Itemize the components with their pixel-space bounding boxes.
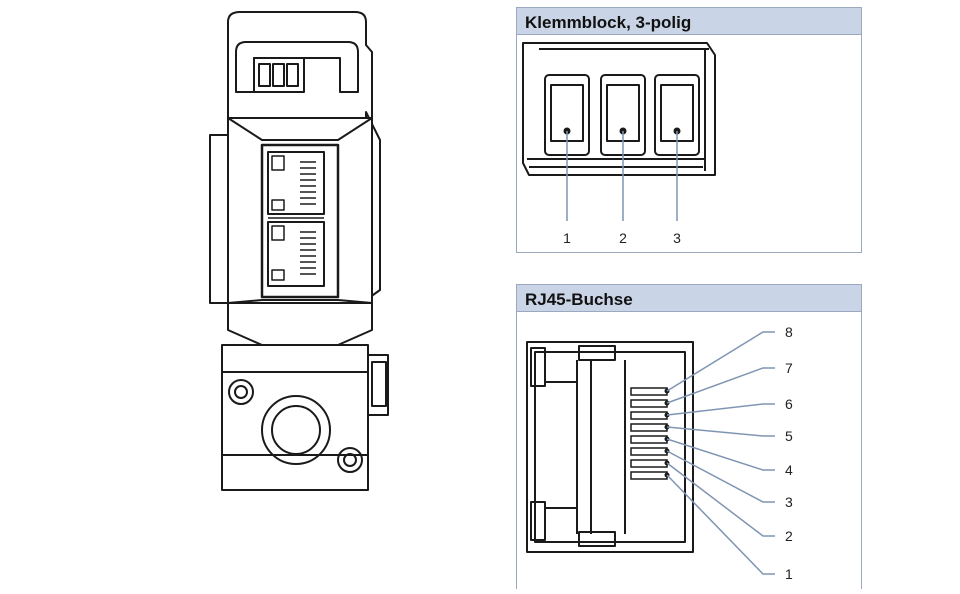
device-base-block	[221, 344, 369, 491]
device-round-port	[261, 395, 331, 465]
device-handle	[235, 41, 359, 93]
rj45-bottom-latch	[578, 531, 616, 547]
terminal-block-panel-header: Klemmblock, 3-polig	[516, 7, 862, 35]
device-side-knob	[367, 354, 389, 416]
terminal-block-panel: 1 2 3	[516, 35, 862, 253]
rj45-pin-label-6: 6	[785, 396, 793, 412]
rj45-pin-label-2: 2	[785, 528, 793, 544]
rj45-leader-8	[666, 331, 775, 392]
rj45-leader-2	[666, 462, 775, 537]
rj45-leader-7	[666, 367, 775, 404]
rj45-panel: 8 7 6 5 4 3 2 1	[516, 312, 862, 589]
rj45-pin-label-4: 4	[785, 462, 793, 478]
rj45-leader-1	[666, 474, 775, 575]
terminal-pin-label-3: 3	[673, 230, 681, 246]
rj45-contact-pins	[630, 387, 668, 480]
terminal-housing	[522, 42, 716, 176]
rj45-pin-label-5: 5	[785, 428, 793, 444]
device-screw-top-left	[228, 379, 254, 405]
rj45-title: RJ45-Buchse	[525, 290, 633, 309]
device-left-rail	[209, 134, 229, 304]
rj45-leader-5	[666, 426, 775, 437]
rj45-leader-3	[666, 450, 775, 503]
rj45-leader-4	[666, 438, 775, 471]
rj45-leader-6	[666, 403, 775, 416]
device-lower-transition	[227, 303, 373, 346]
terminal-block-diagram: 1 2 3	[522, 42, 716, 246]
device-terminal-connector	[253, 57, 305, 93]
device-screw-bottom-right	[337, 447, 363, 473]
rj45-pin-label-1: 1	[785, 566, 793, 582]
rj45-pin-label-3: 3	[785, 494, 793, 510]
terminal-pin-label-2: 2	[619, 230, 627, 246]
device-rj45-double-jack	[260, 143, 340, 299]
rj45-diagram: 8 7 6 5 4 3 2 1	[526, 324, 793, 582]
terminal-block-title: Klemmblock, 3-polig	[525, 13, 692, 32]
terminal-pin-label-1: 1	[563, 230, 571, 246]
rj45-pin-label-8: 8	[785, 324, 793, 340]
rj45-housing	[526, 341, 694, 553]
rj45-panel-header: RJ45-Buchse	[516, 284, 862, 312]
rj45-top-latch	[578, 345, 616, 361]
device-main-body	[227, 117, 373, 304]
device-top-housing	[227, 11, 373, 119]
rj45-pin-label-7: 7	[785, 360, 793, 376]
